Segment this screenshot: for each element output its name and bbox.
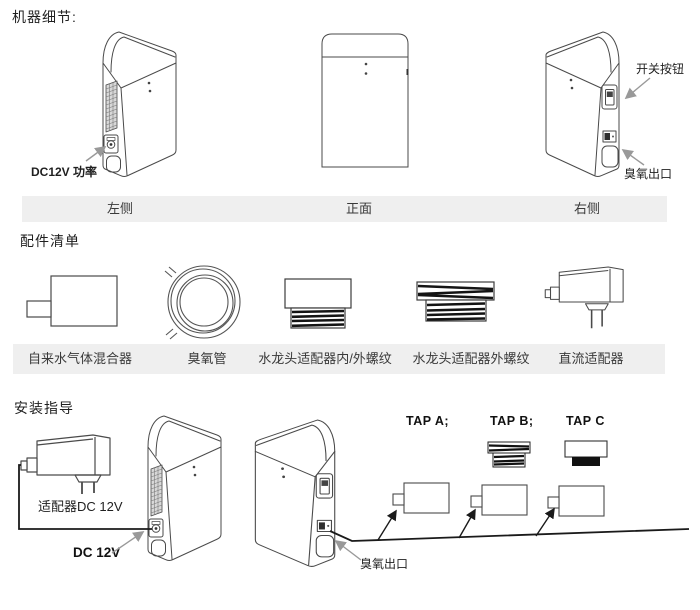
adapter-label: 适配器DC 12V: [38, 499, 123, 514]
faucet-adapter-ext-illustration: [416, 281, 495, 322]
tube-branch-arrow-a: [377, 509, 397, 541]
water-gas-mixer-illustration: [26, 275, 118, 327]
power-port-label: DC12V 功率: [31, 165, 98, 179]
caption-dc-adapter: 直流适配器: [558, 351, 624, 366]
tap-b-adapter-illustration: [487, 441, 531, 468]
install-device-right-illustration: [254, 419, 336, 567]
ozone-tube-line: [329, 528, 690, 542]
tap-a-mixer-illustration: [392, 482, 450, 514]
view-caption-bar: 左侧 正面 右侧: [22, 196, 667, 222]
ozone-outlet-label: 臭氧出口: [624, 167, 673, 181]
install-ozone-outlet-label: 臭氧出口: [360, 557, 409, 571]
dc-adapter-illustration: [544, 266, 624, 329]
install-device-left-illustration: [147, 415, 222, 561]
caption-left-side: 左侧: [106, 201, 134, 216]
machine-details-title: 机器细节:: [12, 9, 77, 25]
accessories-title: 配件清单: [20, 233, 80, 249]
device-front-view-illustration: [321, 33, 409, 168]
caption-faucet-adapter-ext: 水龙头适配器外螺纹: [412, 351, 530, 366]
tap-a-label: TAP A;: [406, 414, 450, 428]
faucet-adapter-int-ext-illustration: [284, 278, 352, 329]
tap-c-mixer-illustration: [547, 485, 605, 517]
switch-button-label: 开关按钮: [636, 62, 685, 76]
installation-title: 安装指导: [14, 400, 74, 416]
ozone-tube-illustration: [164, 265, 241, 340]
tap-c-label: TAP C: [566, 414, 605, 428]
tap-c-adapter-illustration: [564, 440, 608, 466]
tap-b-label: TAP B;: [490, 414, 534, 428]
caption-water-gas-mixer: 自来水气体混合器: [27, 351, 133, 366]
caption-ozone-tube: 臭氧管: [187, 351, 227, 366]
switch-button-arrow: [624, 77, 651, 100]
device-right-view-illustration: [545, 31, 620, 177]
caption-right-side: 右侧: [573, 201, 601, 216]
dc-power-input-label: DC 12V: [73, 545, 121, 560]
ozone-outlet-arrow: [621, 149, 645, 166]
tap-b-mixer-illustration: [470, 484, 528, 516]
caption-front: 正面: [345, 201, 373, 216]
caption-faucet-adapter-int-ext: 水龙头适配器内/外螺纹: [258, 351, 392, 366]
install-dc-adapter-illustration: [20, 434, 111, 494]
device-left-view-illustration: [102, 31, 177, 177]
accessory-caption-bar: 自来水气体混合器 臭氧管 水龙头适配器内/外螺纹 水龙头适配器外螺纹 直流适配器: [13, 344, 665, 374]
install-ozone-outlet-arrow: [334, 539, 362, 561]
